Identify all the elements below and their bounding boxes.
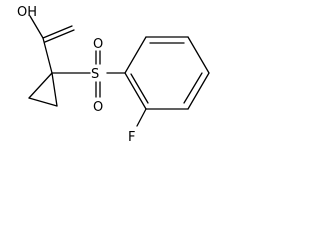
sulfonyl-oxygen-top-label: O [93, 37, 103, 52]
bond-ring-to-carboxyl-carbon [42, 37, 53, 74]
molecule-canvas: OH S O O F [0, 0, 216, 151]
fluorine-label: F [128, 130, 135, 145]
benzene-bond-4 [187, 72, 210, 110]
carboxylic-acid-group: OH [17, 5, 75, 74]
structure-drawing: OH S O O F [17, 5, 210, 145]
fluorobenzene-ring: F [124, 36, 210, 145]
benzene-bond-4-inner [183, 72, 203, 104]
bond-carboxyl-to-hydroxyl [29, 15, 44, 39]
benzene-bond-1 [124, 36, 147, 74]
benzene-bond-3 [187, 36, 210, 74]
sulfonyl-oxygen-bottom-label: O [93, 100, 103, 115]
ring-bond-top-right [51, 72, 58, 107]
ring-bond-top-left [28, 72, 53, 99]
sulfur-label: S [91, 67, 99, 82]
cyclopropane-ring [28, 72, 58, 107]
benzene-bond-6-inner [130, 73, 149, 104]
carbonyl-double-bond-a [42, 25, 73, 39]
hydroxyl-label: OH [17, 5, 37, 20]
bond-benzene-to-fluorine [136, 108, 147, 127]
ring-bond-bottom [28, 97, 58, 107]
benzene-bond-6 [124, 72, 147, 110]
carbonyl-double-bond-b [44, 29, 75, 43]
sulfonyl-group: S O O [51, 37, 126, 115]
